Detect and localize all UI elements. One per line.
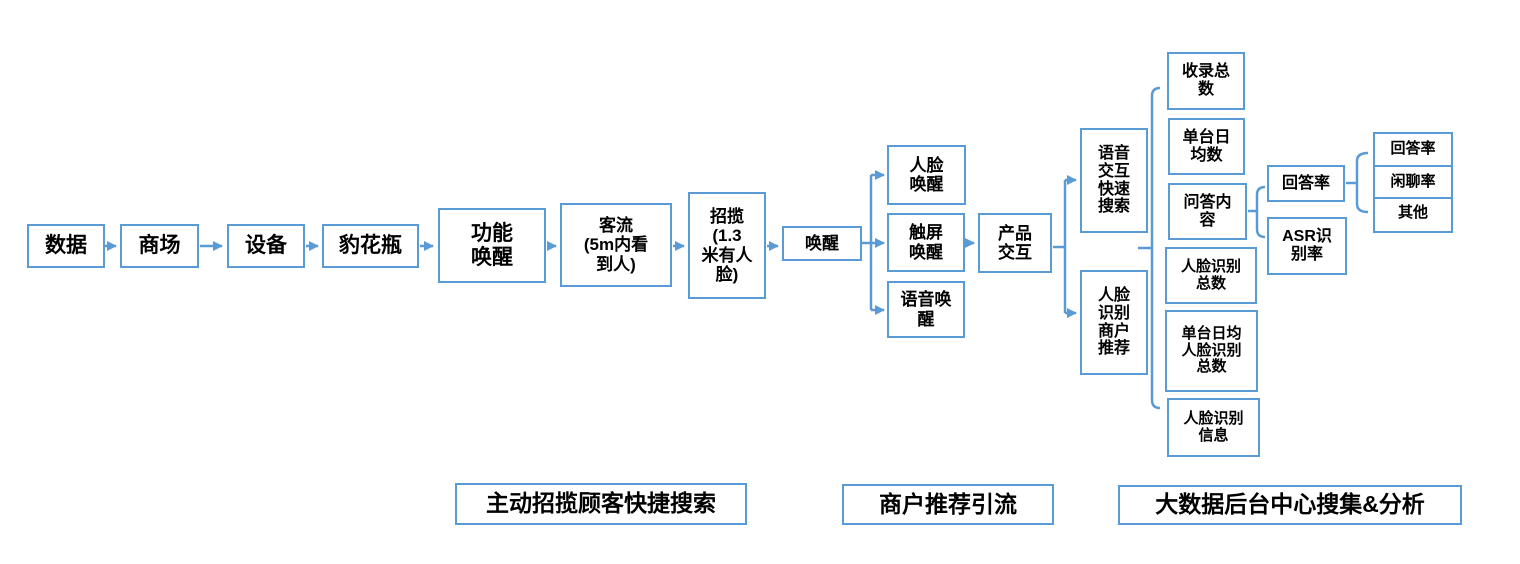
- node-other: 其他: [1375, 197, 1451, 227]
- node-chat-rate: 闲聊率: [1375, 165, 1451, 197]
- node-face-recog-total: 人脸识别 总数: [1165, 247, 1257, 304]
- branch-product-spine: [1053, 180, 1067, 313]
- node-wake: 唤醒: [782, 226, 862, 261]
- node-leopard-vase: 豹花瓶: [322, 224, 419, 268]
- section-label-big-data-center: 大数据后台中心搜集&分析: [1118, 485, 1462, 525]
- node-face-recog-info: 人脸识别 信息: [1167, 398, 1260, 457]
- bracket-answer-rate: [1346, 151, 1369, 214]
- node-asr-recog-rate: ASR识 别率: [1267, 217, 1347, 275]
- section-label-active-solicit: 主动招揽顾客快捷搜索: [455, 483, 747, 525]
- node-voice-quick-search: 语音 交互 快速 搜索: [1080, 128, 1148, 233]
- bracket-qa-content: [1248, 185, 1266, 239]
- bracket-metrics-column: [1138, 86, 1161, 410]
- node-touch-wake: 触屏 唤醒: [887, 213, 965, 272]
- node-data: 数据: [27, 224, 105, 268]
- node-device: 设备: [227, 224, 305, 268]
- node-face-merchant-recommend: 人脸 识别 商户 推荐: [1080, 270, 1148, 375]
- node-voice-wake: 语音唤 醒: [887, 281, 965, 338]
- node-face-wake: 人脸 唤醒: [887, 145, 966, 205]
- node-qa-content: 问答内 容: [1168, 183, 1247, 240]
- node-answer-rate: 回答率: [1267, 165, 1345, 202]
- node-mall: 商场: [120, 224, 199, 268]
- node-daily-avg-face-recog-total: 单台日均 人脸识别 总数: [1165, 310, 1258, 392]
- branch-wake-spine: [862, 175, 873, 310]
- node-solicit: 招揽 (1.3 米有人 脸): [688, 192, 766, 299]
- node-total-collected: 收录总 数: [1167, 52, 1245, 110]
- node-answer-rate-sub: 回答率: [1390, 140, 1436, 158]
- node-daily-avg-per-unit: 单台日 均数: [1168, 118, 1245, 175]
- section-label-merchant-recommend: 商户推荐引流: [842, 484, 1054, 525]
- answer-rate-breakdown: 回答率 闲聊率 其他: [1373, 132, 1453, 233]
- node-passenger-flow: 客流 (5m内看 到人): [560, 203, 672, 287]
- node-function-wake: 功能 唤醒: [438, 208, 546, 283]
- node-product-interaction: 产品 交互: [978, 213, 1052, 273]
